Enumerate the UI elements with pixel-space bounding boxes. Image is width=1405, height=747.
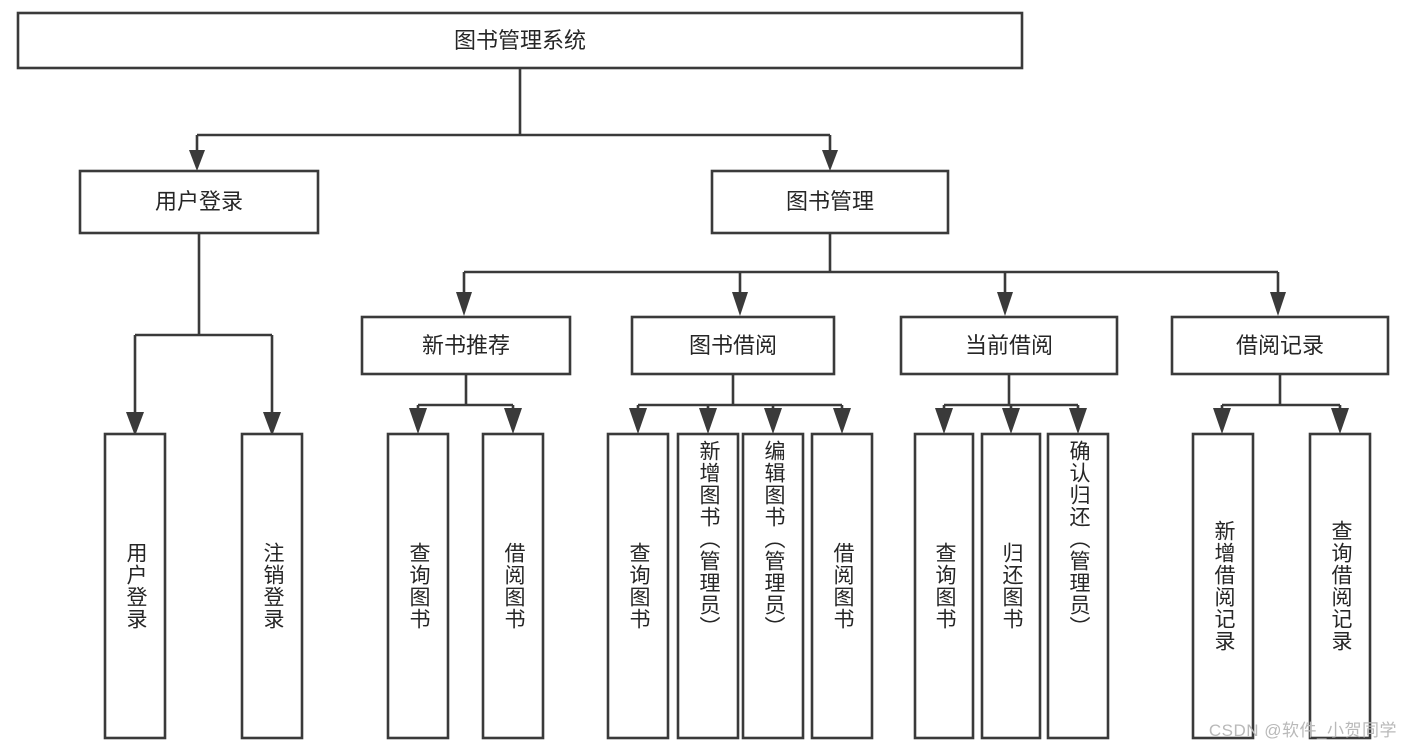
node-box-leaf-current-confirm[interactable] xyxy=(1046,432,1110,740)
arrow-head-leaf-logout xyxy=(263,412,281,436)
arrow-head-currentborrow-leaf-1 xyxy=(935,408,953,434)
arrow-head-bookborrow-leaf-4 xyxy=(833,408,851,434)
node-box-leaf-user-login[interactable] xyxy=(103,432,167,740)
node-box-leaf-current-query[interactable] xyxy=(913,432,975,740)
node-box-new-book-recommend[interactable] xyxy=(360,315,572,376)
node-box-current-borrow[interactable] xyxy=(899,315,1119,376)
arrow-head-bookborrow-leaf-3 xyxy=(764,408,782,434)
arrow-head-borrowrecord-leaf-2 xyxy=(1331,408,1349,434)
arrow-head-currentborrow-leaf-3 xyxy=(1069,408,1087,434)
node-box-leaf-record-query[interactable] xyxy=(1308,432,1372,740)
arrow-head-newbook-leaf-1 xyxy=(409,408,427,434)
arrow-head-bookborrow-leaf-2 xyxy=(699,408,717,434)
csdn-watermark: CSDN @软件_小贺同学 xyxy=(1208,721,1397,740)
node-box-leaf-record-add[interactable] xyxy=(1191,432,1255,740)
arrow-head-currentborrow-leaf-2 xyxy=(1002,408,1020,434)
arrow-head-newbook-leaf-2 xyxy=(504,408,522,434)
node-box-leaf-borrow-add[interactable] xyxy=(676,432,740,740)
node-box-root[interactable] xyxy=(16,11,1024,70)
node-box-borrow-record[interactable] xyxy=(1170,315,1390,376)
arrow-head-current-borrow xyxy=(997,292,1013,316)
node-box-user-login[interactable] xyxy=(78,169,320,235)
arrow-head-book-borrow xyxy=(732,292,748,316)
node-box-leaf-newbook-query[interactable] xyxy=(386,432,450,740)
arrow-head-user-login xyxy=(189,150,205,171)
arrow-head-book-manage xyxy=(822,150,838,171)
node-box-leaf-borrow-edit[interactable] xyxy=(741,432,805,740)
node-box-leaf-current-return[interactable] xyxy=(980,432,1042,740)
node-box-leaf-logout[interactable] xyxy=(240,432,304,740)
arrow-head-bookborrow-leaf-1 xyxy=(629,408,647,434)
node-box-leaf-borrow-lend[interactable] xyxy=(810,432,874,740)
node-box-leaf-borrow-query[interactable] xyxy=(606,432,670,740)
arrow-head-borrowrecord-leaf-1 xyxy=(1213,408,1231,434)
node-box-book-manage[interactable] xyxy=(710,169,950,235)
arrow-head-new-book xyxy=(456,292,472,316)
node-box-book-borrow[interactable] xyxy=(630,315,836,376)
node-box-leaf-newbook-borrow[interactable] xyxy=(481,432,545,740)
arrow-head-leaf-user-login xyxy=(126,412,144,436)
arrow-head-borrow-record xyxy=(1270,292,1286,316)
